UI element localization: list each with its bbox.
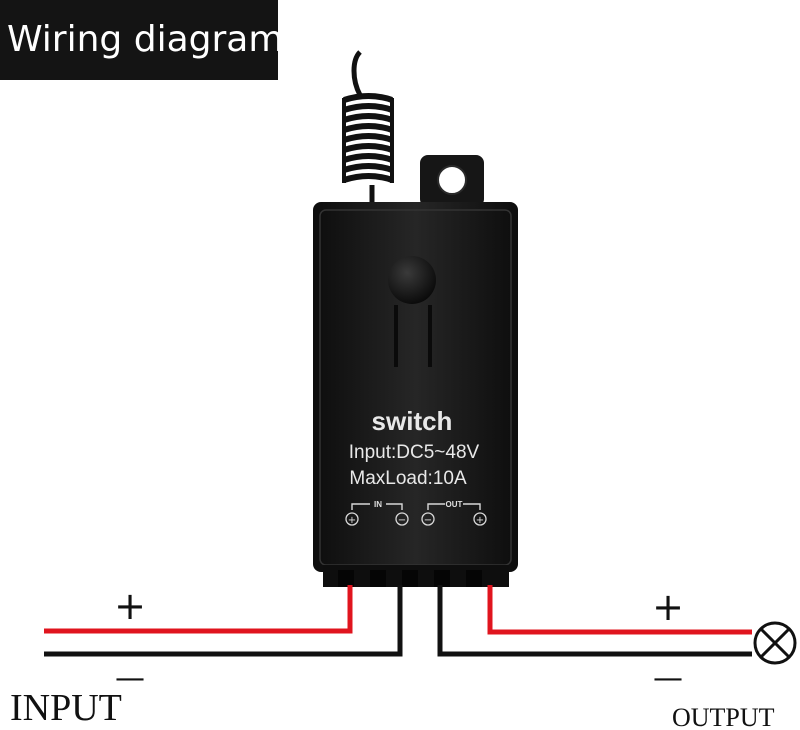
push-button-icon [388, 256, 436, 367]
terminal-sign: + [476, 515, 484, 526]
input-minus-sign: — [115, 661, 145, 696]
device-name: switch [372, 406, 453, 436]
terminal-brackets [351, 503, 481, 510]
input-spec: Input:DC5~48V [349, 442, 480, 463]
out-terminal-label: OUT [446, 500, 463, 509]
coil-antenna-icon [342, 50, 394, 205]
in-terminal-label: IN [374, 500, 382, 509]
terminal-sign: − [398, 515, 406, 526]
terminal-out-positive [473, 512, 487, 526]
output-positive-wire [487, 585, 752, 635]
output-negative-wire [437, 585, 752, 657]
input-plus-sign: + [114, 584, 146, 628]
output-plus-sign: + [652, 585, 684, 629]
terminal-sign: + [348, 515, 356, 526]
terminal-in-positive [345, 512, 359, 526]
lamp-icon [753, 621, 797, 665]
terminal-out-negative [421, 512, 435, 526]
terminal-in-negative [395, 512, 409, 526]
output-minus-sign: — [653, 661, 683, 696]
input-positive-wire [44, 585, 353, 634]
input-label: INPUT [10, 687, 122, 729]
output-label: OUTPUT [672, 703, 775, 730]
switch-housing [313, 202, 518, 587]
terminal-sign: − [424, 515, 432, 526]
mounting-tab [420, 155, 484, 207]
input-negative-wire [44, 585, 403, 657]
diagram-title: Wiring diagram [0, 0, 283, 80]
max-load-spec: MaxLoad:10A [349, 468, 467, 489]
